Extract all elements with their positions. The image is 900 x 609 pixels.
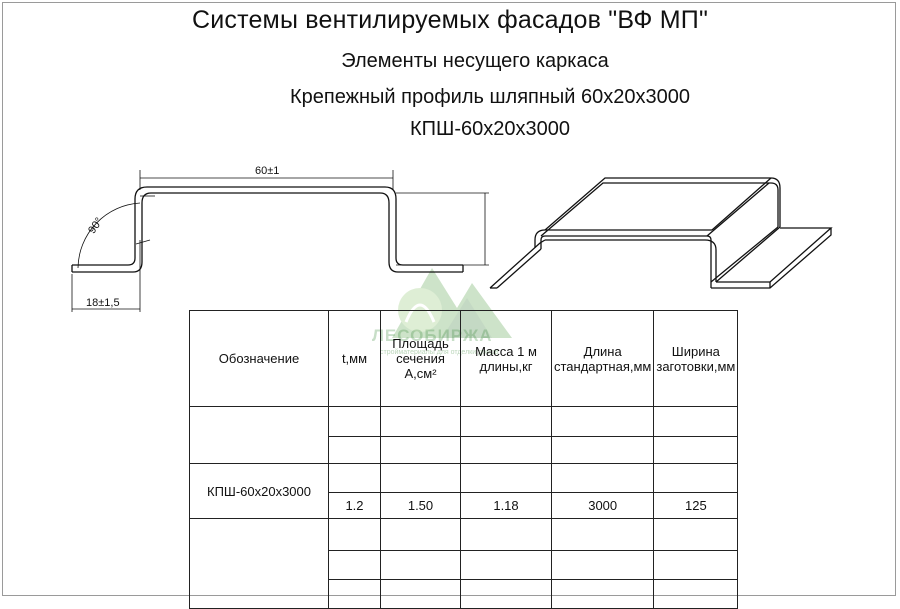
table-cell: [460, 406, 552, 437]
header-area: Площадь сечения А,см²: [380, 310, 461, 407]
dim-angle-label: 90°: [86, 216, 105, 237]
table-cell: [550, 550, 655, 580]
page-title: Системы вентилируемых фасадов "ВФ МП": [191, 6, 709, 34]
profile-cross-section: [71, 186, 464, 273]
cell-length: 3000: [550, 492, 655, 519]
dim-width-lines: [139, 170, 489, 266]
cell-designation: КПШ-60х20х3000: [189, 463, 329, 519]
table-cell: [550, 518, 655, 551]
table-row: [190, 436, 739, 464]
table-cell: [653, 579, 739, 609]
table-cell: [653, 550, 739, 580]
product-code: КПШ-60х20х3000: [410, 118, 570, 140]
table-cell: [460, 518, 552, 551]
table-cell: [550, 579, 655, 609]
table-cell: [380, 463, 461, 493]
product-name: Крепежный профиль шляпный 60х20х3000: [289, 86, 690, 108]
table-cell: [460, 463, 552, 493]
section-subtitle: Элементы несущего каркаса: [341, 50, 609, 72]
table-cell: [550, 436, 655, 464]
table-cell: [328, 579, 381, 609]
spec-table: Обозначение t,мм Площадь сечения А,см² М…: [189, 310, 739, 609]
table-cell: [460, 436, 552, 464]
table-cell: [328, 436, 381, 464]
table-cell: [653, 406, 739, 437]
table-cell: [653, 436, 739, 464]
table-cell: [380, 579, 461, 609]
table-cell: [653, 518, 739, 551]
table-cell: [380, 406, 461, 437]
header-length: Длина стандартная,мм: [550, 310, 655, 407]
table-cell: [189, 406, 329, 464]
table-cell: [380, 518, 461, 551]
table-cell: [328, 406, 381, 437]
table-row: [189, 518, 739, 609]
dim-flange-lines: [71, 240, 141, 312]
table-row: [190, 550, 739, 580]
table-row: [189, 406, 739, 464]
table-cell: [189, 518, 329, 609]
table-row: 1.2 1.50 1.18 3000 125: [190, 492, 739, 519]
cell-area: 1.50: [380, 492, 461, 519]
header-thickness: t,мм: [328, 310, 381, 407]
dim-width-label: 60±1: [255, 165, 279, 177]
table-cell: [380, 550, 461, 580]
header-width: Ширина заготовки,мм: [653, 310, 739, 407]
table-row: КПШ-60х20х3000: [189, 463, 739, 519]
table-cell: [380, 436, 461, 464]
table-cell: [550, 463, 655, 493]
cell-mass: 1.18: [460, 492, 552, 519]
dim-flange-label: 18±1,5: [86, 297, 120, 309]
table-cell: [460, 550, 552, 580]
table-cell: [328, 463, 381, 493]
cell-thickness: 1.2: [328, 492, 381, 519]
table-cell: [550, 406, 655, 437]
table-cell: [460, 579, 552, 609]
table-header-row: Обозначение t,мм Площадь сечения А,см² М…: [189, 310, 739, 407]
table-cell: [328, 518, 381, 551]
cell-width: 125: [653, 492, 739, 519]
dim-angle-arc: [77, 202, 151, 269]
header-designation: Обозначение: [189, 310, 329, 407]
table-cell: [328, 550, 381, 580]
table-cell: [653, 463, 739, 493]
header-mass: Масса 1 м длины,кг: [460, 310, 552, 407]
profile-isometric-view: [489, 177, 833, 289]
